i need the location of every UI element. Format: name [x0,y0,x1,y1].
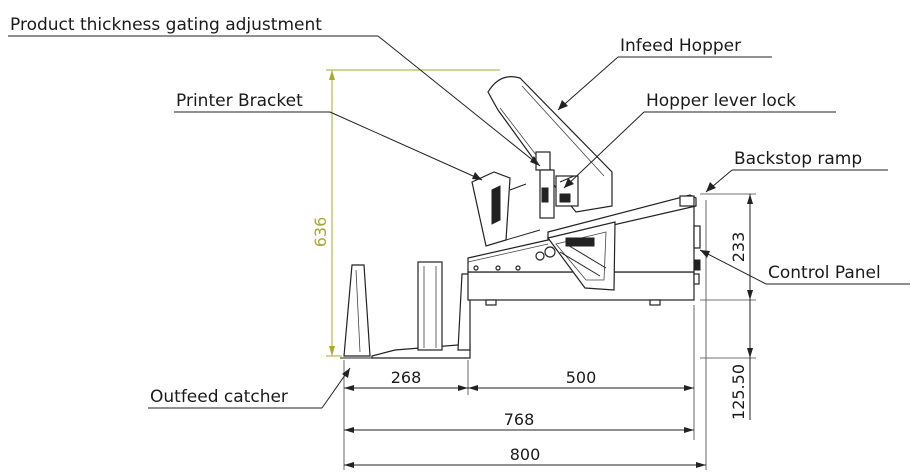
bracket-arm [509,183,527,191]
hopper-edge [499,107,541,161]
leader-control-arrow [700,250,710,258]
dim-800-arrow-l [344,462,354,468]
gating-adjustment-part [535,151,551,171]
control-button [693,259,701,271]
belt-frame [546,221,616,291]
dim-768-arrow-l [344,427,354,433]
lever [559,175,575,183]
dimension-values: 636 233 125.50 268 500 768 800 [311,217,748,464]
leader-backstop-arrow [706,182,716,192]
dimension-lines [326,69,756,470]
belt-tension [565,237,595,247]
leader-infeed [557,56,619,111]
gating-detail [541,187,549,203]
dim-768-text: 768 [504,410,535,429]
leader-control [699,249,767,285]
plate-line [467,243,549,263]
leader-printer [329,111,483,181]
dim-268-text: 268 [391,368,422,387]
label-backstop-ramp: Backstop ramp [734,149,862,169]
leader-product [377,35,541,167]
dim-636-arrow-bottom [329,346,335,356]
bracket-arm-2 [505,229,541,241]
control-button-2 [693,273,700,285]
bolt-2 [495,265,501,271]
dim-636-arrow-top [329,70,335,80]
leader-lever [563,111,645,189]
leader-lever-arrow [564,178,574,188]
label-hopper-lever-lock: Hopper lever lock [646,91,796,111]
leader-product-arrow [530,156,540,166]
labels: Product thickness gating adjustment Infe… [10,15,881,407]
dim-500-text: 500 [566,368,597,387]
dim-800-arrow-r [696,462,706,468]
dim-768-arrow-r [684,427,694,433]
dim-636-text: 636 [311,217,330,248]
belt-2 [565,243,607,269]
machine-outline [340,76,701,359]
bolt-3 [515,265,521,271]
bolt-1 [473,265,479,271]
foot-1 [485,299,497,306]
dim-500-arrow-r [684,385,694,391]
leader-infeed-arrow [558,100,568,110]
dim-233-arrow-top [747,194,753,204]
dim-500-arrow-l [468,385,478,391]
label-outfeed-catcher: Outfeed catcher [150,387,288,407]
dim-800-text: 800 [510,445,541,464]
label-infeed-hopper: Infeed Hopper [620,36,741,56]
leader-printer-arrow [472,172,482,180]
hopper-edge-2 [521,85,605,177]
belt-1 [559,251,601,277]
stacker-tray [371,343,471,359]
dim-125-arrow [747,348,753,358]
roller-2 [535,251,545,261]
label-printer-bracket: Printer Bracket [176,91,303,111]
dim-125-text: 125.50 [729,364,748,420]
outfeed-catcher-detail [355,269,361,353]
stacker-column [417,261,443,351]
lock-knob [559,193,571,203]
ramp-end [679,195,695,207]
dim-233-text: 233 [729,232,748,263]
roller-1 [544,246,556,258]
label-control-panel: Control Panel [768,263,881,283]
printer-head [491,185,501,225]
dim-233-arrow-bottom [747,290,753,300]
dim-268-arrow-l [344,385,354,391]
control-panel-part [693,225,701,249]
printer-bracket-part [471,171,511,247]
belt-frame-inner [555,231,607,281]
foot-2 [649,299,661,306]
outfeed-catcher-part [343,264,371,357]
leader-outfeed-arrow [342,368,350,378]
leader-lines [8,35,910,409]
label-product-thickness: Product thickness gating adjustment [10,15,322,35]
dim-268-arrow-r [458,385,468,391]
